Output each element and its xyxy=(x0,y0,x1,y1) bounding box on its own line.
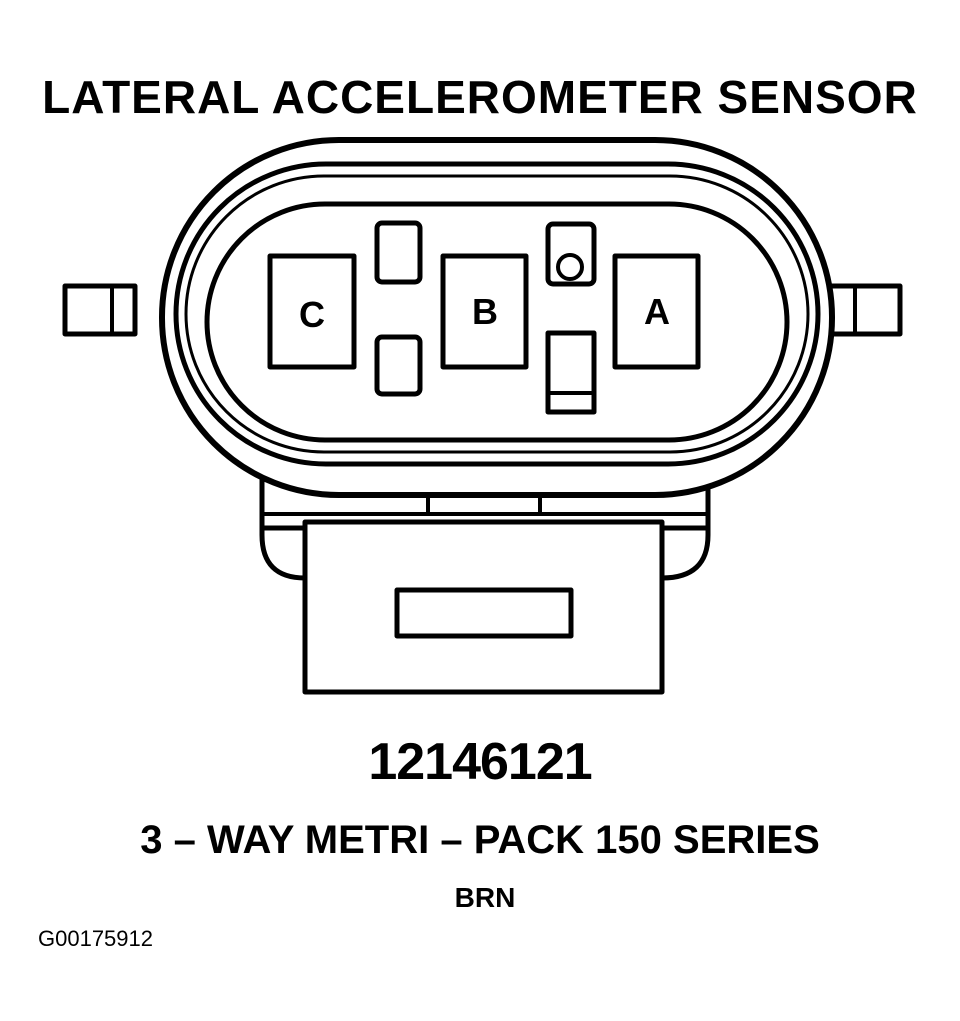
left-mounting-tab xyxy=(62,283,138,337)
terminal-c-label: C xyxy=(299,294,325,335)
terminal-c xyxy=(267,253,357,370)
wire-color-code: BRN xyxy=(454,882,516,913)
key-slot-upper xyxy=(374,220,423,285)
polarizing-key xyxy=(545,221,597,287)
connector-series: 3 – WAY METRI – PACK 150 SERIES xyxy=(140,818,820,862)
connector-seal-inner xyxy=(184,174,810,454)
latch-housing xyxy=(259,467,711,695)
key-slot-lower xyxy=(374,334,423,397)
terminal-b-label: B xyxy=(472,291,498,332)
terminal-b xyxy=(440,253,529,370)
right-mounting-tab xyxy=(827,283,903,337)
part-number: 12146121 xyxy=(368,733,592,791)
terminal-a xyxy=(612,253,701,370)
connector-seal-outer xyxy=(173,161,821,467)
terminal-cavity-face xyxy=(204,201,790,443)
figure-id: G00175912 xyxy=(38,926,153,951)
diagram-title: LATERAL ACCELEROMETER SENSOR xyxy=(42,71,918,123)
latch-slot xyxy=(394,587,574,639)
locking-tab xyxy=(545,330,597,415)
terminal-a-label: A xyxy=(644,291,670,332)
connector-outer-shell xyxy=(159,137,835,498)
